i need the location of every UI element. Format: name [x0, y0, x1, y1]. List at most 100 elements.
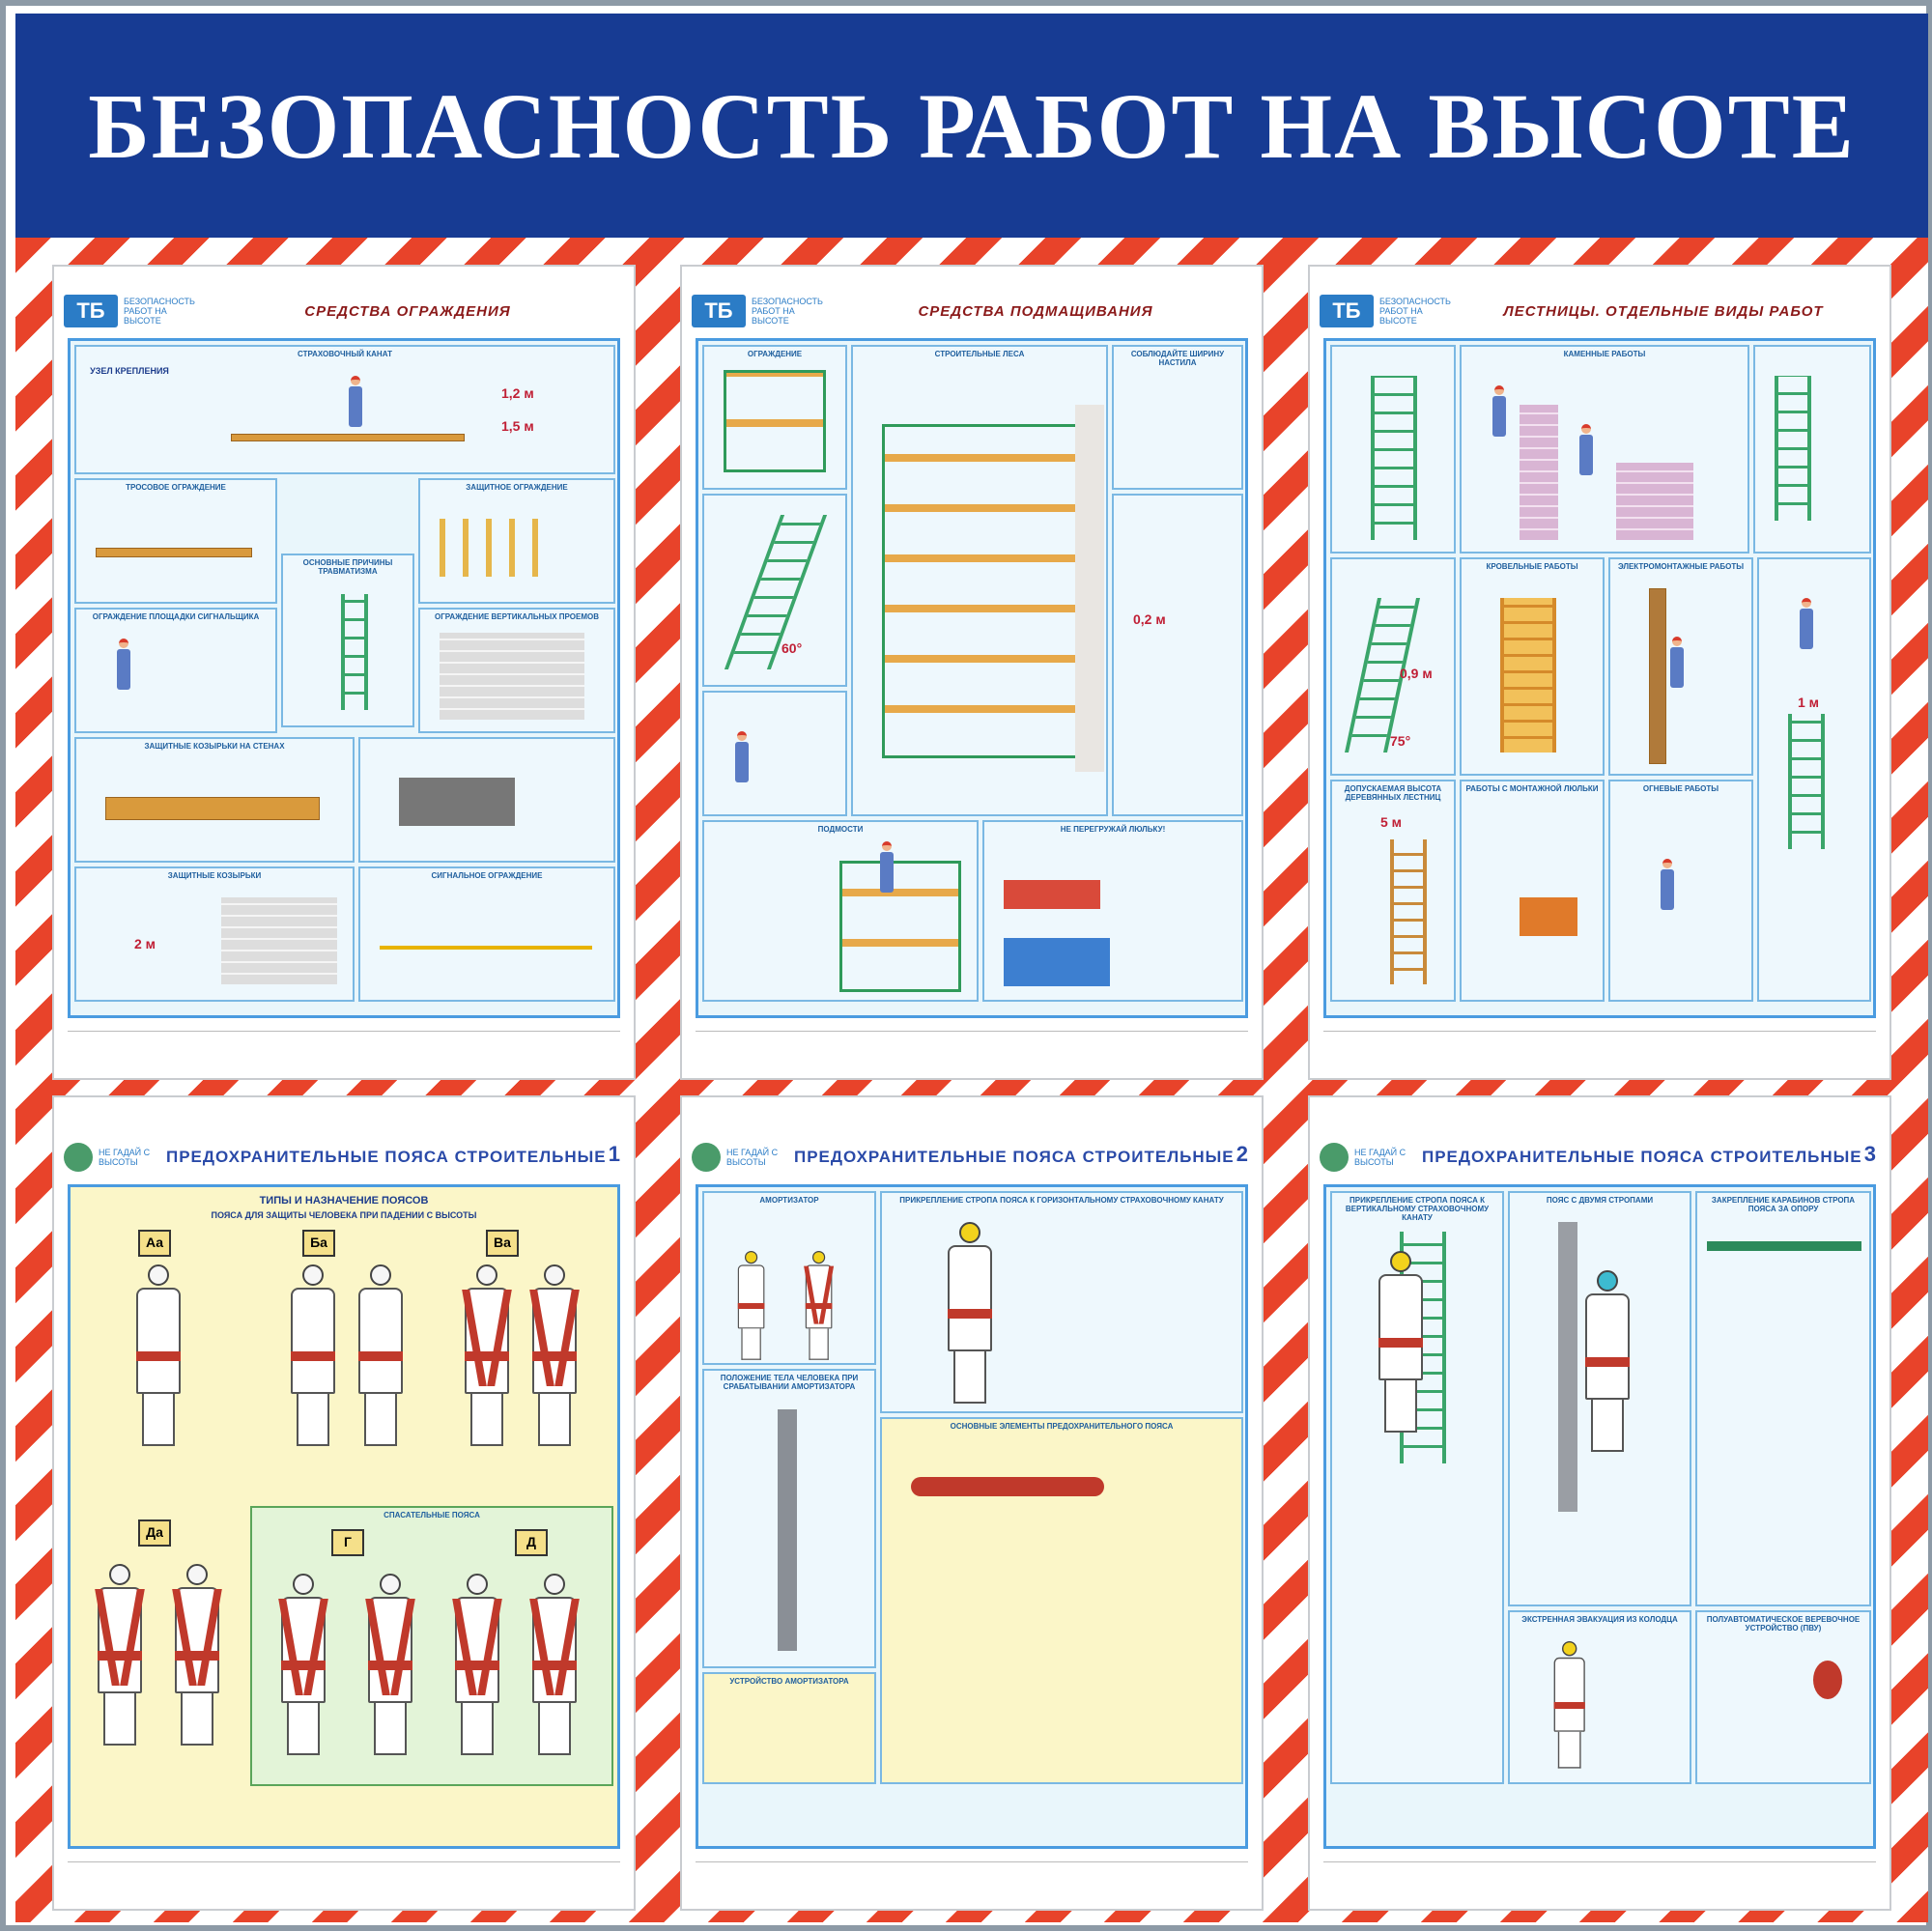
poster-belts-3[interactable]: НЕ ГАДАЙ С ВЫСОТЫ ПРЕДОХРАНИТЕЛЬНЫЕ ПОЯС…: [1310, 1097, 1889, 1909]
section-body-position: ПОЛОЖЕНИЕ ТЕЛА ЧЕЛОВЕКА ПРИ СРАБАТЫВАНИИ…: [702, 1369, 876, 1668]
building-wall: [1075, 405, 1104, 772]
signal-line: [380, 946, 592, 950]
worker-figure: [1491, 385, 1508, 438]
type-label: Ба: [302, 1230, 335, 1257]
ladder: [1775, 376, 1811, 521]
section-roofing: КРОВЕЛЬНЫЕ РАБОТЫ: [1460, 557, 1605, 776]
section-metal-ladder: [1330, 345, 1456, 554]
poster-footer: [68, 1031, 620, 1057]
worker-figure: [940, 1222, 998, 1406]
globe-logo-icon: [64, 1143, 93, 1172]
pole: [1558, 1222, 1577, 1512]
support-bar: [1707, 1241, 1861, 1251]
harness-figure: [733, 1251, 768, 1361]
section-absorber-device: УСТРОЙСТВО АМОРТИЗАТОРА: [702, 1672, 876, 1784]
poster-footer: [1323, 1861, 1876, 1888]
section-injury-causes: ОСНОВНЫЕ ПРИЧИНЫ ТРАВМАТИЗМА: [281, 554, 414, 727]
section-cradle: НЕ ПЕРЕГРУЖАЙ ЛЮЛЬКУ!: [982, 820, 1243, 1002]
opening: [399, 778, 515, 826]
roof-ladder: [1500, 598, 1556, 753]
type-label: Да: [138, 1519, 171, 1547]
height-value: 1,5 м: [501, 418, 534, 434]
column: [778, 1409, 797, 1651]
poster-belts-2[interactable]: НЕ ГАДАЙ С ВЫСОТЫ ПРЕДОХРАНИТЕЛЬНЫЕ ПОЯС…: [682, 1097, 1262, 1909]
harness-figure: [457, 1264, 515, 1448]
series-label: НЕ ГАДАЙ С ВЫСОТЫ: [1354, 1148, 1406, 1167]
section-loading: [702, 691, 847, 816]
poster-header: ТБ БЕЗОПАСНОСТЬ РАБОТ НА ВЫСОТЕ Средства…: [64, 290, 624, 332]
section-cable-fence: ТРОСОВОЕ ОГРАЖДЕНИЕ: [74, 478, 277, 604]
worker-figure: [1548, 1641, 1589, 1770]
poster-title: Средства подмащивания: [918, 302, 1153, 320]
height-value: 0,9 м: [1400, 666, 1433, 681]
poster-header: ТБ БЕЗОПАСНОСТЬ РАБОТ НА ВЫСОТЕ Лестницы…: [1320, 290, 1880, 332]
series-label: БЕЗОПАСНОСТЬ РАБОТ НА ВЫСОТЕ: [124, 297, 195, 326]
poster-footer: [1323, 1031, 1876, 1057]
section-vertical-openings: ОГРАЖДЕНИЕ ВЕРТИКАЛЬНЫХ ПРОЕМОВ: [418, 608, 615, 733]
ladder: [341, 594, 368, 710]
worker-figure: [1798, 598, 1815, 650]
harness-figure: [801, 1251, 836, 1361]
lift-basket: [1520, 897, 1577, 936]
section-belt-elements: ОСНОВНЫЕ ЭЛЕМЕНТЫ ПРЕДОХРАНИТЕЛЬНОГО ПОЯ…: [880, 1417, 1243, 1784]
scaffold-frame: [882, 424, 1081, 758]
series-label: БЕЗОПАСНОСТЬ РАБОТ НА ВЫСОТЕ: [1379, 297, 1451, 326]
wall: [440, 633, 584, 720]
section-stair-openings: [358, 737, 615, 863]
section-two-lanyards: ПОЯС С ДВУМЯ СТРОПАМИ: [1508, 1191, 1691, 1606]
worker-figure: [733, 731, 751, 783]
section-cradle-work: РАБОТЫ С МОНТАЖНОЙ ЛЮЛЬКИ: [1460, 780, 1605, 1002]
side-board: [96, 548, 252, 557]
type-label: Д: [515, 1529, 548, 1556]
poster-header: НЕ ГАДАЙ С ВЫСОТЫ ПРЕДОХРАНИТЕЛЬНЫЕ ПОЯС…: [64, 1136, 624, 1178]
ladder: [1788, 714, 1825, 849]
section-wall-canopies: ЗАЩИТНЫЕ КОЗЫРЬКИ НА СТЕНАХ: [74, 737, 355, 863]
poster-number: 2: [1236, 1142, 1248, 1166]
section-shock-absorber: АМОРТИЗАТОР: [702, 1191, 876, 1365]
section-signal-fence: СИГНАЛЬНОЕ ОГРАЖДЕНИЕ: [358, 866, 615, 1002]
worker-figure: [115, 639, 132, 691]
section-pvu-device: ПОЛУАВТОМАТИЧЕСКОЕ ВЕРЕВОЧНОЕ УСТРОЙСТВО…: [1695, 1610, 1871, 1784]
worker-figure: [1577, 424, 1595, 476]
poster-number: 1: [608, 1142, 620, 1166]
section-ladder-work: [1753, 345, 1871, 554]
poster-title: ПРЕДОХРАНИТЕЛЬНЫЕ ПОЯСА СТРОИТЕЛЬНЫЕ: [1422, 1148, 1862, 1166]
section-electrical: ЭЛЕКТРОМОНТАЖНЫЕ РАБОТЫ: [1608, 557, 1753, 776]
poster-footer: [696, 1861, 1248, 1888]
poster-title: ПРЕДОХРАНИТЕЛЬНЫЕ ПОЯСА СТРОИТЕЛЬНЫЕ: [166, 1148, 607, 1166]
canopy: [105, 797, 320, 820]
distance-value: 1 м: [1798, 695, 1820, 710]
section-deck-width: СОБЛЮДАЙТЕ ШИРИНУ НАСТИЛА: [1112, 345, 1243, 490]
worker-figure: [1577, 1270, 1635, 1454]
worker-figure: [347, 376, 364, 428]
poster-sheet: КАМЕННЫЕ РАБОТЫ 0,9 м 75° КРОВЕЛЬНЫЕ РАБ…: [1323, 338, 1876, 1018]
railing: [440, 519, 555, 577]
worker-figure: [878, 841, 895, 894]
warning-badge: [1004, 938, 1110, 986]
poster-title: Лестницы. Отдельные виды работ: [1503, 302, 1824, 320]
section-well-evacuation: ЭКСТРЕННАЯ ЭВАКУАЦИЯ ИЗ КОЛОДЦА: [1508, 1610, 1691, 1784]
harness-figure: [167, 1564, 225, 1747]
tb-logo-icon: ТБ: [1320, 295, 1374, 327]
poster-scaffolding[interactable]: ТБ БЕЗОПАСНОСТЬ РАБОТ НА ВЫСОТЕ Средства…: [682, 267, 1262, 1078]
harness-figure: [351, 1264, 409, 1448]
poster-ladders[interactable]: ТБ БЕЗОПАСНОСТЬ РАБОТ НА ВЫСОТЕ Лестницы…: [1310, 267, 1889, 1078]
harness-figure: [90, 1564, 148, 1747]
brick-wall: [1520, 405, 1558, 540]
section-horizontal-rope: ПРИКРЕПЛЕНИЕ СТРОПА ПОЯСА К ГОРИЗОНТАЛЬН…: [880, 1191, 1243, 1413]
poster-sheet: АМОРТИЗАТОР ПРИКРЕПЛЕНИЕ СТРОПА ПОЯСА К …: [696, 1184, 1248, 1849]
series-label: БЕЗОПАСНОСТЬ РАБОТ НА ВЫСОТЕ: [752, 297, 823, 326]
height-value: 2 м: [134, 936, 156, 951]
harness-figure: [273, 1574, 331, 1757]
section-railing: ОГРАЖДЕНИЕ: [702, 345, 847, 490]
poster-belts-1[interactable]: НЕ ГАДАЙ С ВЫСОТЫ ПРЕДОХРАНИТЕЛЬНЫЕ ПОЯС…: [54, 1097, 634, 1909]
harness-figure: [525, 1574, 582, 1757]
poster-fencing[interactable]: ТБ БЕЗОПАСНОСТЬ РАБОТ НА ВЫСОТЕ Средства…: [54, 267, 634, 1078]
harness-figure: [128, 1264, 186, 1448]
poster-footer: [68, 1861, 620, 1888]
pole: [1649, 588, 1666, 764]
poster-header: ТБ БЕЗОПАСНОСТЬ РАБОТ НА ВЫСОТЕ Средства…: [692, 290, 1252, 332]
tb-logo-icon: ТБ: [692, 295, 746, 327]
wall: [221, 897, 337, 984]
